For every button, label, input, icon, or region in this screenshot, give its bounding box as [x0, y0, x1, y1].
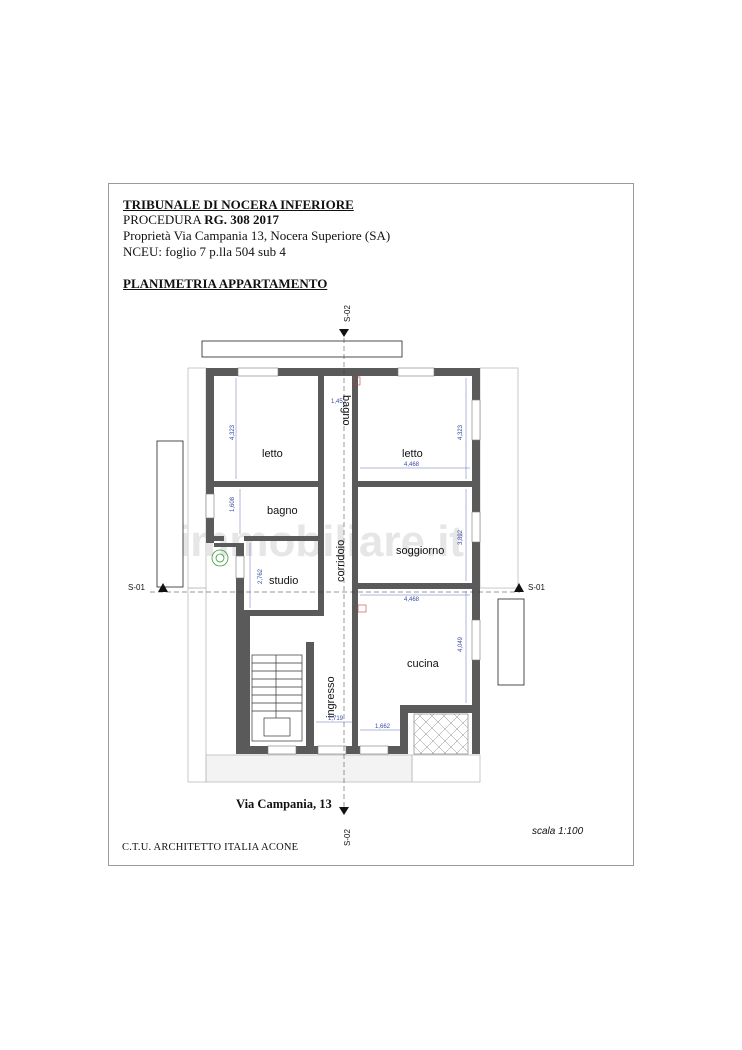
dim-letto-right-width: 4,468: [404, 462, 420, 468]
header-court: TRIBUNALE DI NOCERA INFERIORE: [123, 197, 354, 212]
author-credit: C.T.U. ARCHITETTO ITALIA ACONE: [122, 842, 299, 853]
section-marker-right: [514, 583, 524, 592]
room-label-bagno-small: bagno: [340, 395, 352, 426]
header-procedure-number: RG. 308 2017: [204, 212, 280, 227]
exterior-strip-right: [479, 367, 519, 589]
room-label-letto-left: letto: [262, 448, 283, 460]
dim-cucina-height: 4,049: [458, 636, 464, 652]
room-label-letto-right: letto: [402, 448, 423, 460]
section-label-s01-right: S-01: [528, 583, 545, 592]
dim-bagno-small: 1,45: [331, 399, 343, 405]
dim-letto-right-height: 4,323: [458, 424, 464, 440]
terrace-hatch: [413, 713, 469, 755]
section-marker-bottom: [339, 807, 349, 815]
dim-soggiorno-height: 3,892: [458, 529, 464, 545]
header-procedure: PROCEDURA RG. 308 2017: [123, 212, 279, 228]
header-cadastre: NCEU: foglio 7 p.lla 504 sub 4: [123, 244, 286, 259]
sidewalk: [205, 754, 413, 783]
dim-cucina-width: 1,662: [375, 724, 391, 730]
scale-label: scala 1:100: [532, 826, 584, 837]
street-address: Via Campania, 13: [236, 797, 332, 811]
plant-symbol: [211, 549, 229, 567]
section-marker-left: [158, 583, 168, 592]
room-label-corridoio: corridoio: [335, 540, 347, 582]
dim-ingresso: 1,719: [328, 716, 344, 722]
room-label-soggiorno: soggiorno: [396, 545, 444, 557]
windows: [205, 367, 481, 755]
door-marker-top: [353, 376, 361, 386]
dim-letto-left-height: 4,323: [230, 424, 236, 440]
header-property: Proprietà Via Campania 13, Nocera Superi…: [123, 228, 391, 243]
dimension-lines: [235, 378, 470, 731]
dim-studio: 2,762: [258, 568, 264, 584]
section-title: PLANIMETRIA APPARTAMENTO: [123, 276, 328, 291]
door-marker-cucina: [357, 604, 367, 613]
dim-bagno: 1,608: [230, 496, 236, 512]
header-procedure-prefix: PROCEDURA: [123, 212, 205, 227]
exterior-strip-left-bottom: [187, 587, 207, 783]
section-marker-top: [339, 329, 349, 337]
section-label-s02-bottom: S-02: [343, 829, 352, 846]
section-markers: [158, 329, 524, 815]
room-label-studio: studio: [269, 575, 298, 587]
balcony-top: [201, 340, 403, 358]
room-label-bagno: bagno: [267, 505, 298, 517]
room-label-cucina: cucina: [407, 658, 440, 670]
section-label-s02-top: S-02: [343, 305, 352, 322]
staircase: [251, 654, 303, 742]
exterior-strip-bottom-right: [411, 754, 481, 783]
section-label-s01-left: S-01: [128, 583, 145, 592]
dim-soggiorno-width: 4,468: [404, 597, 420, 603]
room-label-ingresso: ingresso: [325, 676, 337, 718]
section-lines: [150, 338, 520, 810]
planter-left: [156, 440, 184, 588]
planter-right: [497, 598, 525, 686]
